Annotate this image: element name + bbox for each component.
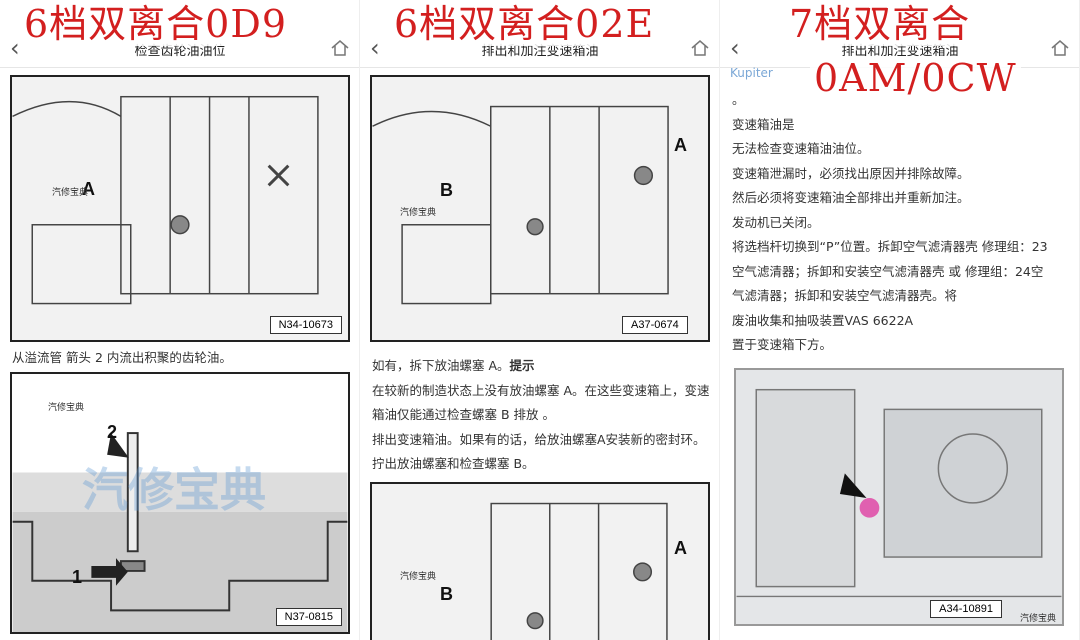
text-line: 将选档杆切换到“P”位置。拆卸空气滤清器壳 修理组：23 [732, 239, 1048, 254]
watermark: 汽修宝典 [48, 403, 85, 413]
label-b: B [440, 180, 453, 200]
figure-code: A37-0674 [622, 316, 688, 334]
label-1: 1 [72, 567, 83, 587]
home-icon[interactable] [690, 38, 710, 58]
caption: 从溢流管 箭头 2 内流出积聚的齿轮油。 [12, 350, 232, 365]
page-title: 检查齿轮油油位 [134, 44, 226, 59]
overlay-title-line1: 7档双离合 [785, 2, 975, 46]
text-line: 变速箱泄漏时，必须找出原因并排除故障。 [732, 165, 970, 181]
watermark: 汽修宝典 [52, 188, 89, 198]
label-b: B [440, 584, 453, 604]
panel-0d9: 6档双离合0D9 ‹ 检查齿轮油油位 A 汽修宝典 N34-10673 从溢流管… [0, 0, 360, 640]
text-line: 气滤清器；拆卸和安装空气滤清器壳。将 [732, 288, 958, 303]
diagram-overflow: 汽修宝典 1 2 汽修宝典 N37-0815 [10, 372, 350, 634]
text-line: 置于变速箱下方。 [732, 337, 833, 352]
photo-gearbox: 汽修宝典 A34-10891 [734, 368, 1064, 626]
text-line: 然后必须将变速箱油全部排出并重新加注。 [732, 190, 970, 205]
text-paragraph: 排出变速箱油。如果有的话，给放油螺塞A安装新的密封环。拧出放油螺塞和检查螺塞 B… [372, 431, 706, 472]
label-2: 2 [107, 422, 118, 442]
label-a: A [674, 135, 687, 155]
text-line: 变速箱油是 [732, 116, 795, 132]
text-line: 空气滤清器；拆卸和安装空气滤清器壳 或 修理组：24空 [732, 263, 1044, 279]
overlay-title: 6档双离合02E [390, 2, 659, 46]
home-icon[interactable] [330, 38, 350, 58]
label-a: A [674, 538, 687, 558]
instructions: 。 变速箱油是 无法检查变速箱油油位。 变速箱泄漏时，必须找出原因并排除故障。 … [732, 88, 1071, 358]
text-paragraph: 在较新的制造状态上没有放油螺塞 A。在这些变速箱上，变速箱油仅能通过检查螺塞 B… [372, 382, 710, 423]
text-line: 如有，拆下放油螺塞 A。 [372, 358, 510, 373]
faint-text: Kupiter [730, 66, 773, 80]
diagram-drain-plugs-2: A B 汽修宝典 [370, 482, 710, 640]
header: ‹ 排出和加注变速箱油 [360, 30, 719, 68]
watermark: 汽修宝典 [1019, 614, 1056, 624]
overlay-title: 6档双离合0D9 [20, 2, 291, 46]
overlay-title-line2: 0AM/0CW [810, 56, 1021, 100]
page-title: 排出和加注变速箱油 [841, 44, 959, 59]
chevron-left-icon[interactable]: ‹ [730, 34, 740, 62]
watermark: 汽修宝典 [400, 572, 437, 582]
text-line: 废油收集和抽吸装置VAS 6622A [732, 312, 914, 328]
figure-code: A34-10891 [930, 600, 1002, 618]
text-line: 发动机已关闭。 [732, 214, 820, 230]
home-icon[interactable] [1050, 38, 1070, 58]
label-a: A [82, 179, 95, 199]
chevron-left-icon[interactable]: ‹ [370, 34, 380, 62]
text-line: 无法检查变速箱油油位。 [732, 141, 870, 156]
header: ‹ 检查齿轮油油位 [0, 30, 359, 68]
instructions: 如有，拆下放油螺塞 A。提示 在较新的制造状态上没有放油螺塞 A。在这些变速箱上… [372, 354, 711, 477]
page-title: 排出和加注变速箱油 [481, 44, 599, 59]
panel-0am: 7档双离合 ‹ 排出和加注变速箱油 0AM/0CW Kupiter 。 变速箱油… [720, 0, 1080, 640]
hint-label: 提示 [509, 358, 535, 373]
watermark: 汽修宝典 [400, 208, 437, 218]
big-watermark: 汽修宝典 [82, 463, 266, 517]
figure-code: N34-10673 [269, 316, 342, 334]
figure-code: N37-0815 [275, 608, 342, 626]
chevron-left-icon[interactable]: ‹ [10, 34, 20, 62]
text-line: 。 [732, 92, 745, 107]
diagram-gearbox: A 汽修宝典 N34-10673 [10, 75, 350, 342]
panel-02e: 6档双离合02E ‹ 排出和加注变速箱油 A B 汽修宝典 A37-0674 如… [360, 0, 720, 640]
diagram-drain-plugs: A B 汽修宝典 A37-0674 [370, 75, 710, 342]
